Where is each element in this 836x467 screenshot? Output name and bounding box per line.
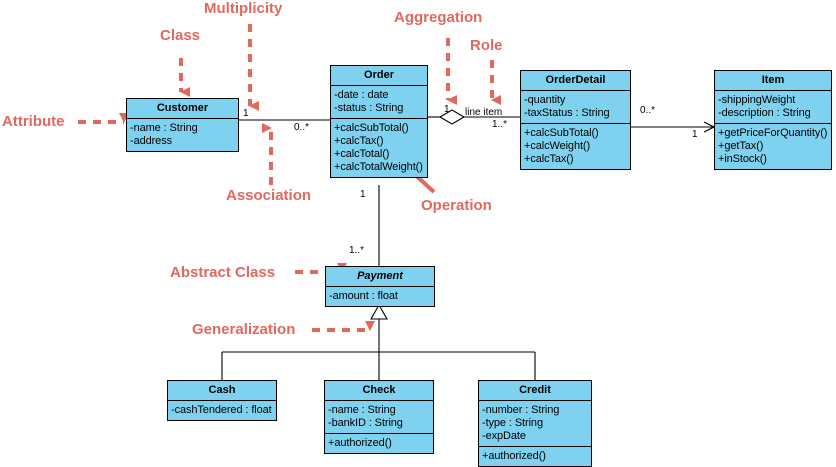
class-name-check: Check	[325, 381, 433, 401]
class-box-check[interactable]: Check -name : String -bankID : String +a…	[324, 380, 434, 454]
attribute-row: -expDate	[482, 430, 526, 442]
class-attributes-credit: -number : String -type : String -expDate	[479, 401, 591, 446]
operation-row: +calcTax()	[524, 153, 574, 165]
generalization-triangle	[370, 303, 388, 320]
annotation-attribute: Attribute	[2, 113, 65, 130]
class-attributes-cash: -cashTendered : float	[168, 401, 276, 420]
class-box-item[interactable]: Item -shippingWeight -description : Stri…	[714, 70, 832, 170]
annotation-generalization: Generalization	[192, 321, 296, 338]
class-name-order: Order	[331, 66, 427, 86]
class-name-customer: Customer	[127, 99, 238, 119]
annotation-multiplicity: Multiplicity	[204, 0, 283, 17]
operation-row: +calcSubTotal()	[524, 127, 599, 139]
class-attributes-item: -shippingWeight -description : String	[715, 91, 831, 123]
annotation-role: Role	[470, 37, 503, 54]
operation-row: +calcTotalWeight()	[334, 161, 423, 173]
attribute-row: -quantity	[524, 94, 566, 106]
class-attributes-check: -name : String -bankID : String	[325, 401, 433, 433]
class-name-item: Item	[715, 71, 831, 91]
operation-row: +authorized()	[328, 437, 392, 449]
class-operations-orderdetail: +calcSubTotal() +calcWeight() +calcTax()	[521, 123, 630, 169]
annotation-abstract-class: Abstract Class	[170, 264, 276, 281]
class-name-orderdetail: OrderDetail	[521, 71, 630, 91]
annotation-operation: Operation	[421, 197, 492, 214]
attribute-row: -date : date	[334, 89, 389, 101]
attribute-row: -shippingWeight	[718, 94, 796, 106]
annotation-aggregation: Aggregation	[394, 9, 483, 26]
attribute-row: -name : String	[328, 404, 396, 416]
multiplicity-customer-order-left: 1	[243, 108, 249, 119]
attribute-row: -number : String	[482, 404, 560, 416]
multiplicity-order-payment-bottom: 1..*	[349, 245, 365, 256]
class-operations-item: +getPriceForQuantity() +getTax() +inStoc…	[715, 123, 831, 169]
attribute-row: -address	[130, 135, 172, 147]
class-attributes-order: -date : date -status : String	[331, 86, 427, 118]
class-operations-order: +calcSubTotal() +calcTax() +calcTotal() …	[331, 118, 427, 177]
class-attributes-payment: -amount : float	[326, 287, 434, 306]
class-box-order[interactable]: Order -date : date -status : String +cal…	[330, 65, 428, 178]
class-box-payment[interactable]: Payment -amount : float	[325, 266, 435, 307]
attribute-row: -type : String	[482, 417, 543, 429]
operation-row: +getPriceForQuantity()	[718, 127, 828, 139]
attribute-row: -cashTendered : float	[171, 404, 272, 416]
operation-row: +calcTax()	[334, 135, 384, 147]
operation-row: +calcWeight()	[524, 140, 591, 152]
class-operations-credit: +authorized()	[479, 446, 591, 466]
class-attributes-orderdetail: -quantity -taxStatus : String	[521, 91, 630, 123]
attribute-row: -status : String	[334, 102, 404, 114]
annotation-association: Association	[226, 187, 312, 204]
multiplicity-detail-item-right: 1	[692, 129, 698, 140]
attribute-row: -taxStatus : String	[524, 107, 610, 119]
class-operations-check: +authorized()	[325, 433, 433, 453]
operation-row: +calcTotal()	[334, 148, 390, 160]
class-name-payment: Payment	[326, 267, 434, 287]
class-box-customer[interactable]: Customer -name : String -address	[126, 98, 239, 152]
role-line-item: line item	[465, 107, 503, 118]
operation-row: +authorized()	[482, 450, 546, 462]
operation-row: +calcSubTotal()	[334, 122, 409, 134]
multiplicity-customer-order-right: 0..*	[294, 122, 310, 133]
attribute-row: -description : String	[718, 107, 811, 119]
multiplicity-order-detail-left: 1	[444, 104, 450, 115]
annotation-class: Class	[160, 27, 201, 44]
class-name-cash: Cash	[168, 381, 276, 401]
class-attributes-customer: -name : String -address	[127, 119, 238, 151]
multiplicity-order-payment-top: 1	[360, 189, 366, 200]
attribute-row: -name : String	[130, 122, 198, 134]
class-box-cash[interactable]: Cash -cashTendered : float	[167, 380, 277, 421]
attribute-row: -bankID : String	[328, 417, 403, 429]
operation-row: +getTax()	[718, 140, 764, 152]
class-name-credit: Credit	[479, 381, 591, 401]
class-box-credit[interactable]: Credit -number : String -type : String -…	[478, 380, 592, 467]
class-box-orderdetail[interactable]: OrderDetail -quantity -taxStatus : Strin…	[520, 70, 631, 170]
operation-row: +inStock()	[718, 153, 767, 165]
multiplicity-detail-item-left: 0..*	[640, 105, 656, 116]
attribute-row: -amount : float	[329, 290, 398, 302]
multiplicity-order-detail-right: 1..*	[492, 119, 508, 130]
